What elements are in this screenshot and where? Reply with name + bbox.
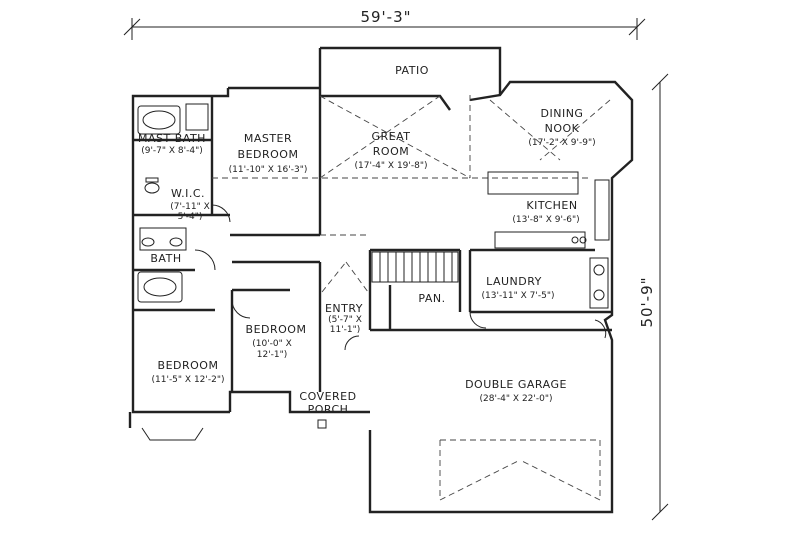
great-room-dims: (17'-4" X 19'-8"): [355, 161, 428, 171]
shower-icon: [185, 103, 209, 131]
covered-porch-label-1: COVERED: [299, 390, 356, 403]
depth-dimension: [651, 73, 669, 521]
toilet-icon: [144, 177, 160, 194]
wic-dims-2: 5'-4"): [178, 212, 203, 222]
bathtub-icon: [137, 105, 181, 135]
width-dimension: [123, 18, 646, 40]
kitchen-island-icon: [487, 171, 579, 195]
master-bedroom-dims: (11'-10" X 16'-3"): [229, 165, 308, 175]
bay-window-icon: [141, 427, 204, 441]
bedroom-2-dims-2: 12'-1"): [257, 350, 288, 360]
entry-dims-2: 11'-1"): [330, 325, 361, 335]
great-room-label-2: ROOM: [373, 145, 409, 158]
width-dimension-label: 59'-3": [360, 8, 411, 26]
master-bedroom-label-1: MASTER: [244, 132, 292, 145]
tub-icon: [137, 271, 183, 303]
double-garage-dims: (28'-4" X 22'-0"): [480, 394, 553, 404]
laundry-label: LAUNDRY: [486, 275, 542, 288]
bedroom-2-dims-1: (10'-0" X: [252, 339, 292, 349]
entry-label: ENTRY: [325, 302, 363, 315]
washer-dryer-icon: [589, 257, 609, 309]
stairs: [371, 251, 459, 283]
bath-label: BATH: [150, 252, 181, 265]
dining-nook-label-1: DINING: [541, 107, 584, 120]
bedroom-3-dims: (11'-5" X 12'-2"): [152, 375, 225, 385]
covered-porch-label-2: PORCH: [308, 403, 349, 416]
great-room-label-1: GREAT: [371, 130, 410, 143]
sink-icon: [139, 227, 187, 251]
laundry-dims: (13'-11" X 7'-5"): [482, 291, 555, 301]
wic-dims-1: (7'-11" X: [170, 202, 210, 212]
kitchen-counter-icon: [494, 179, 610, 249]
patio-label: PATIO: [395, 64, 429, 77]
interior-walls: [133, 96, 612, 392]
double-garage-label: DOUBLE GARAGE: [465, 378, 567, 391]
door-swings: [194, 204, 607, 429]
mast-bath-dims: (9'-7" X 8'-4"): [141, 146, 203, 156]
bedroom-2-label: BEDROOM: [246, 323, 307, 336]
depth-dimension-label: 50'-9": [638, 276, 656, 327]
master-bedroom-label-2: BEDROOM: [238, 148, 299, 161]
wic-label: W.I.C.: [171, 187, 205, 200]
dining-nook-dims: (17'-2" X 9'-9"): [528, 138, 595, 148]
bedroom-3-label: BEDROOM: [158, 359, 219, 372]
ceiling-lines: [212, 95, 611, 501]
entry-dims-1: (5'-7" X: [328, 315, 362, 325]
kitchen-dims: (13'-8" X 9'-6"): [512, 215, 579, 225]
kitchen-label: KITCHEN: [526, 199, 577, 212]
pantry-label: PAN.: [418, 292, 445, 305]
dining-nook-label-2: NOOK: [545, 122, 580, 135]
mast-bath-label: MAST BATH: [138, 132, 206, 145]
